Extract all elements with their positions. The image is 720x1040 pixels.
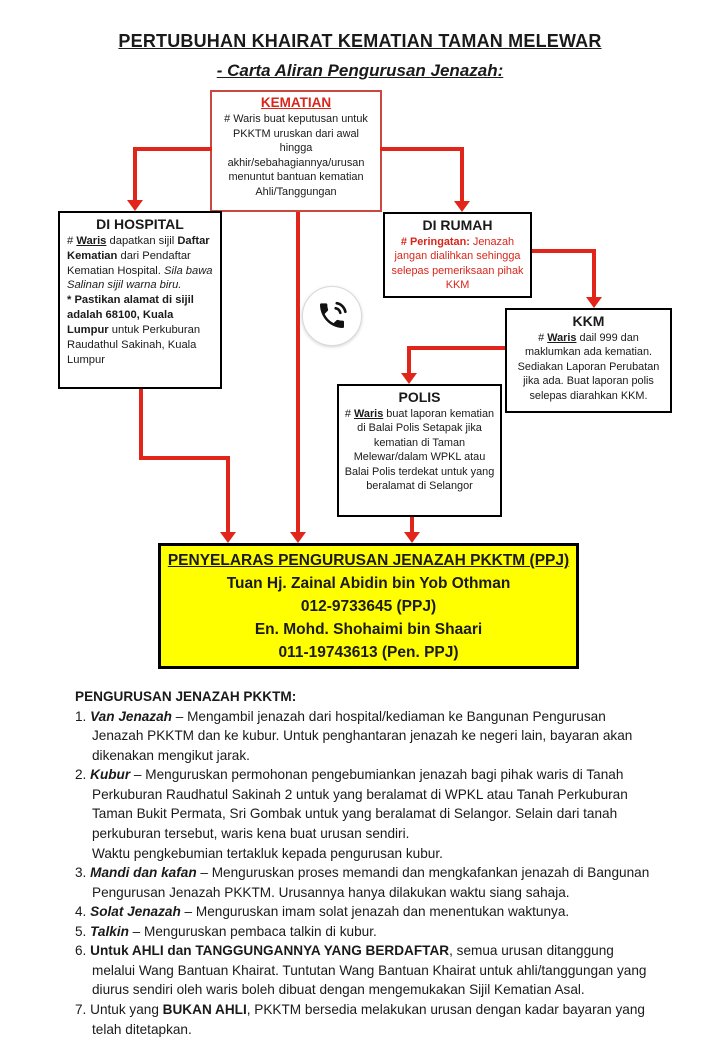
page-subtitle: - Carta Aliran Pengurusan Jenazah: [0, 61, 720, 81]
procedure-text-segment: 4. [75, 904, 91, 920]
procedure-item: 6. Untuk AHLI dan TANGGUNGANNYA YANG BER… [75, 941, 657, 1000]
procedure-item: 7. Untuk yang BUKAN AHLI, PKKTM bersedia… [75, 1000, 657, 1039]
kkm-body: # Waris dail 999 dan maklumkan ada kemat… [507, 330, 670, 406]
arrowhead-ppj-right [404, 532, 420, 543]
kematian-body: # Waris buat keputusan untuk PKKTM urusk… [224, 113, 368, 198]
procedure-text-segment: Solat Jenazah [90, 904, 181, 920]
arrow-hospital-to-ppj-h [139, 456, 230, 460]
page-subtitle-text: - Carta Aliran Pengurusan Jenazah: [216, 61, 504, 80]
ppj-phone-2: 011-19743613 (Pen. PPJ) [278, 644, 459, 661]
procedures-heading: PENGURUSAN JENAZAH PKKTM: [75, 689, 297, 704]
ppj-phone-1: 012-9733645 (PPJ) [300, 598, 437, 615]
polis-hash: # [344, 407, 355, 420]
arrow-rumah-to-kkm-h [532, 249, 596, 253]
procedure-item: 3. Mandi dan kafan – Menguruskan proses … [75, 863, 657, 902]
arrow-kkm-to-polis-h [409, 346, 505, 350]
arrow-hospital-to-ppj-v1 [139, 389, 143, 460]
procedure-text-segment: – Menguruskan permohonan pengebumiankan … [92, 767, 628, 841]
arrow-kematian-to-hospital-h [133, 147, 212, 151]
procedure-text-segment: Van Jenazah [90, 708, 172, 724]
arrow-kkm-to-polis-v [407, 346, 411, 373]
procedure-text-segment: – Menguruskan proses memandi dan mengkaf… [92, 865, 650, 900]
arrowhead-hospital [127, 200, 143, 211]
procedure-item: 5. Talkin – Menguruskan pembaca talkin d… [75, 922, 657, 942]
procedure-text-segment: Untuk yang [90, 1002, 163, 1017]
procedures-section: PENGURUSAN JENAZAH PKKTM: 1. Van Jenazah… [75, 687, 657, 1039]
hospital-note-bold: * Pastikan alamat di sijil adalah 68100,… [67, 294, 194, 337]
arrow-kematian-to-hospital-v [133, 147, 137, 200]
flow-box-hospital: DI HOSPITAL # Waris dapatkan sijil Dafta… [58, 211, 222, 389]
hospital-waris: Waris [76, 234, 107, 247]
procedure-text-segment: , PKKTM bersedia melakukan urusan dengan… [92, 1002, 645, 1037]
procedure-text-segment: – Menguruskan pembaca talkin di kubur. [128, 923, 377, 939]
procedure-text-segment: Talkin [90, 923, 129, 939]
kkm-text: dail 999 dan maklumkan ada kematian. Sed… [517, 331, 660, 402]
polis-waris: Waris [354, 407, 384, 420]
ppj-title: PENYELARAS PENGURUSAN JENAZAH PKKTM (PPJ… [167, 552, 570, 569]
procedure-text-segment: , semua urusan ditanggung melalui Wang B… [92, 943, 647, 998]
flow-box-kkm: KKM # Waris dail 999 dan maklumkan ada k… [505, 308, 672, 413]
phone-call-icon [302, 286, 362, 346]
hospital-body: # Waris dapatkan sijil Daftar Kematian d… [60, 233, 220, 369]
procedure-item: 1. Van Jenazah – Mengambil jenazah dari … [75, 707, 657, 766]
ppj-name-1: Tuan Hj. Zainal Abidin bin Yob Othman [226, 575, 511, 592]
rumah-title: DI RUMAH [422, 217, 493, 233]
hospital-hash: # [67, 234, 77, 247]
procedure-text-segment: Kubur [90, 767, 131, 783]
hospital-text-2: dari Pendaftar Kematian Hospital. [67, 249, 191, 277]
flow-box-rumah: DI RUMAH # Peringatan: Jenazah jangan di… [383, 212, 532, 298]
arrow-rumah-to-kkm-v [592, 249, 596, 297]
flow-box-kematian: KEMATIAN # Waris buat keputusan untuk PK… [210, 90, 382, 212]
procedure-text-segment: 6. [75, 943, 91, 959]
arrow-polis-to-ppj-v [410, 517, 414, 532]
arrowhead-kkm [586, 297, 602, 308]
hospital-daftar-kematian: Daftar Kematian [67, 234, 210, 262]
procedure-text-segment: Waktu pengkebumian tertakluk kepada peng… [92, 845, 443, 861]
arrow-hospital-to-ppj-v2 [226, 456, 230, 532]
procedure-text-segment: 1. [75, 708, 91, 724]
page-title-text: PERTUBUHAN KHAIRAT KEMATIAN TAMAN MELEWA… [118, 31, 602, 51]
hospital-title: DI HOSPITAL [96, 216, 184, 232]
rumah-warning-tag: # Peringatan: [400, 235, 470, 248]
kematian-title: KEMATIAN [260, 95, 332, 110]
polis-body: # Waris buat laporan kematian di Balai P… [339, 406, 500, 496]
procedure-list: 1. Van Jenazah – Mengambil jenazah dari … [75, 707, 657, 1040]
phone-icon-glyph [320, 301, 347, 328]
arrowhead-ppj-center [290, 532, 306, 543]
flow-box-polis: POLIS # Waris buat laporan kematian di B… [337, 384, 502, 517]
arrowhead-ppj-left [220, 532, 236, 543]
polis-title: POLIS [398, 389, 441, 405]
arrow-kematian-to-rumah-v [460, 147, 464, 201]
arrow-kematian-to-ppj-v [296, 212, 300, 532]
ppj-contact-box: PENYELARAS PENGURUSAN JENAZAH PKKTM (PPJ… [158, 543, 579, 669]
procedure-text-segment: 3. [75, 865, 91, 881]
kkm-waris: Waris [547, 331, 577, 344]
arrowhead-rumah [454, 201, 470, 212]
procedure-text-segment: BUKAN AHLI [162, 1002, 247, 1017]
procedure-item: 2. Kubur – Menguruskan permohonan pengeb… [75, 765, 657, 863]
page-title: PERTUBUHAN KHAIRAT KEMATIAN TAMAN MELEWA… [0, 31, 720, 52]
rumah-warning-text: Jenazah jangan dialihkan sehingga selepa… [391, 235, 524, 292]
hospital-note-italic: Sila bawa Salinan sijil warna biru. [67, 264, 213, 292]
procedure-item: 4. Solat Jenazah – Menguruskan imam sola… [75, 902, 657, 922]
arrow-kematian-to-rumah-h [380, 147, 464, 151]
polis-text: buat laporan kematian di Balai Polis Set… [344, 407, 495, 493]
ppj-name-2: En. Mohd. Shohaimi bin Shaari [254, 621, 483, 638]
hospital-text-1: dapatkan sijil [106, 234, 178, 247]
arrowhead-polis [401, 373, 417, 384]
procedure-text-segment: 2. [75, 767, 91, 783]
procedure-text-segment: 5. [75, 923, 91, 939]
procedure-text-segment: – Mengambil jenazah dari hospital/kediam… [92, 708, 633, 763]
rumah-body: # Peringatan: Jenazah jangan dialihkan s… [385, 234, 530, 295]
procedure-text-segment: Untuk AHLI dan TANGGUNGANNYA YANG BERDAF… [90, 943, 450, 959]
hospital-text-3: untuk Perkuburan Raudathul Sakinah, Kual… [67, 324, 201, 366]
kkm-title: KKM [572, 313, 605, 329]
kkm-hash: # [538, 331, 548, 344]
procedure-text-segment: 7. [75, 1002, 91, 1017]
procedure-text-segment: Mandi dan kafan [90, 865, 197, 881]
procedure-text-segment: – Menguruskan imam solat jenazah dan men… [180, 904, 570, 920]
